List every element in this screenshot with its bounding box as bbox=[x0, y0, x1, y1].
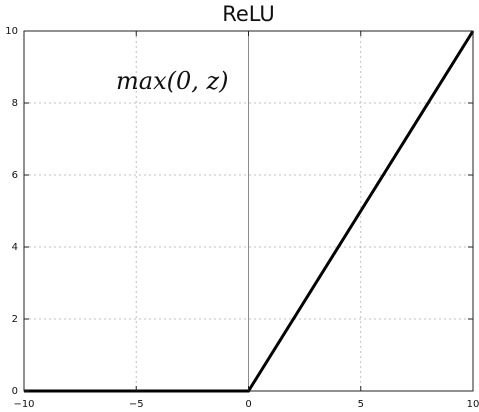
x-tick-label-0: 0 bbox=[245, 399, 251, 410]
relu-formula-annotation: max(0, z) bbox=[116, 67, 229, 95]
y-tick-label-2: 2 bbox=[12, 314, 18, 325]
x-tick-label--10: −10 bbox=[13, 399, 34, 410]
y-tick-label-8: 8 bbox=[12, 98, 18, 109]
y-tick-label-6: 6 bbox=[12, 170, 18, 181]
x-tick-label-10: 10 bbox=[467, 399, 479, 410]
y-tick-label-0: 0 bbox=[12, 386, 18, 397]
tick-layer: −10 −5 0 5 10 0 2 4 6 8 10 bbox=[5, 26, 479, 410]
chart-title: ReLU bbox=[222, 2, 275, 26]
y-tick-label-10: 10 bbox=[5, 26, 18, 37]
x-tick-label--5: −5 bbox=[129, 399, 144, 410]
x-tick-label-5: 5 bbox=[358, 399, 364, 410]
y-tick-label-4: 4 bbox=[12, 242, 18, 253]
